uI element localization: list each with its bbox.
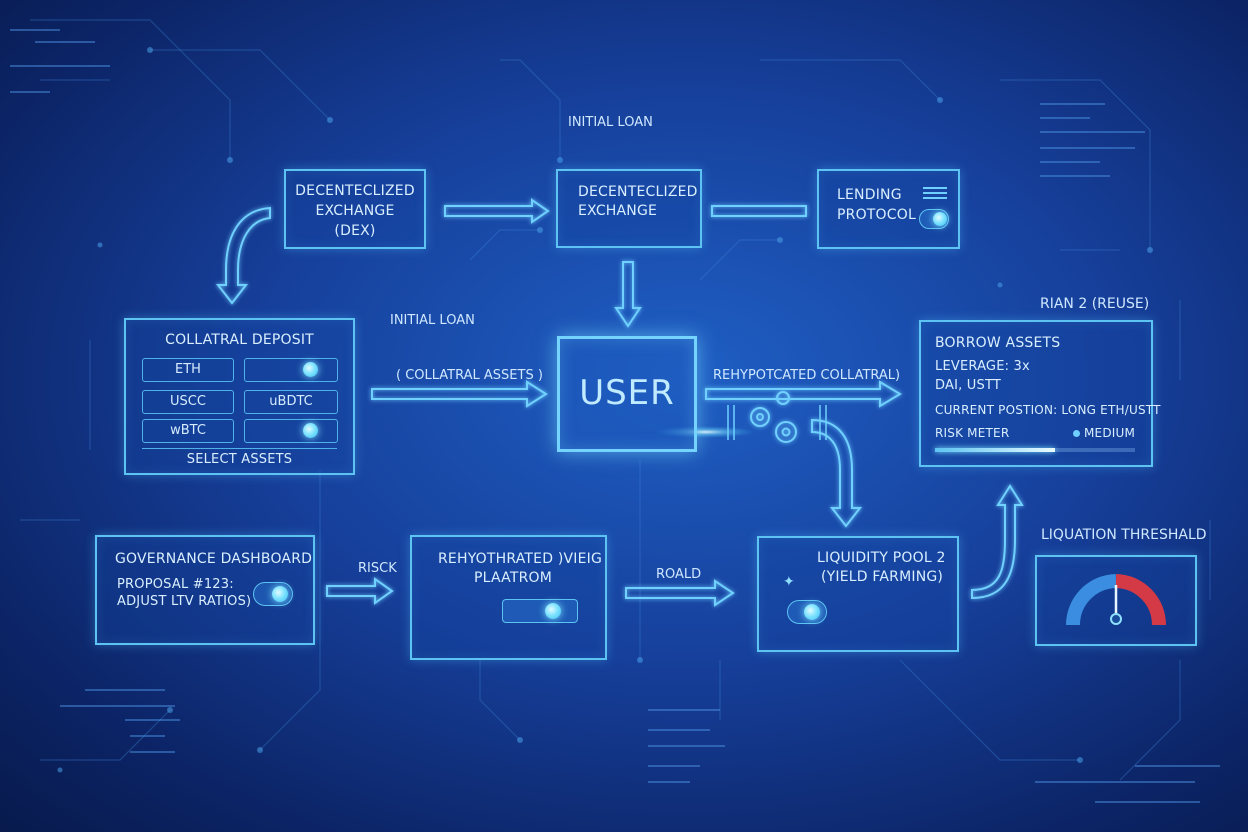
toggle-knob <box>933 212 947 226</box>
liquidation-title: LIQUATION THRESHALD <box>1041 527 1207 543</box>
toggle-knob <box>545 603 561 619</box>
lending-line1: LENDING <box>837 187 902 203</box>
dex2-line2: EXCHANGE <box>578 203 658 219</box>
proposal-toggle[interactable] <box>253 582 293 606</box>
dex2-line1: DECENTECLIZED <box>578 184 698 200</box>
rehyp-collateral-label: REHYPOTCATED COLLATRAL) <box>713 368 901 383</box>
lending-toggle[interactable] <box>919 209 949 229</box>
risk-level-text: MEDIUM <box>1084 426 1136 440</box>
risk-meter-label: RISK METER <box>935 426 1010 440</box>
divider <box>142 448 337 449</box>
side-bars <box>727 405 827 440</box>
rehyp-platform-panel: REHYOTHRATED )VIEIG PLAATROM <box>410 535 607 660</box>
platform-line2: PLAATROM <box>474 570 552 586</box>
liquidity-line2: (YIELD FARMING) <box>821 569 944 585</box>
risk-meter-fill <box>935 448 1055 452</box>
asset-eth[interactable]: ETH <box>142 358 234 382</box>
wbtc-toggle-track[interactable] <box>244 419 338 443</box>
user-node[interactable]: USER <box>557 336 697 452</box>
asset-wbtc[interactable]: wBTC <box>142 419 234 443</box>
gears-icon <box>750 391 797 443</box>
proposal-line1: PROPOSAL #123: <box>117 577 234 592</box>
liquidity-pool-panel: LIQUIDITY POOL 2 (YIELD FARMING) ✦ <box>757 536 959 652</box>
select-assets-label: SELECT ASSETS <box>186 452 293 467</box>
light-flare <box>655 426 755 438</box>
risck-label: RISCK <box>358 561 397 576</box>
initial-loan-label: INITIAL LOAN <box>390 313 475 328</box>
eth-toggle-track[interactable] <box>244 358 338 382</box>
status-dot-icon <box>1073 430 1080 437</box>
user-label: USER <box>579 373 675 413</box>
circuit-nodes <box>57 47 1153 773</box>
initial-loan-top-label: INITIAL LOAN <box>568 115 653 130</box>
asset-uscc[interactable]: USCC <box>142 390 234 414</box>
dex1-line2: EXCHANGE <box>315 203 395 219</box>
platform-toggle[interactable] <box>502 599 578 623</box>
collateral-title: COLLATRAL DEPOSIT <box>165 332 314 348</box>
toggle-knob <box>272 586 288 602</box>
borrow-title: BORROW ASSETS <box>935 335 1061 351</box>
liquidity-toggle[interactable] <box>787 600 827 624</box>
dex-node-2[interactable]: DECENTECLIZED EXCHANGE <box>556 169 702 248</box>
sparkle-icon: ✦ <box>783 574 795 590</box>
platform-line1: REHYOTHRATED )VIEIG <box>438 551 603 567</box>
collateral-assets-label: ( COLLATRAL ASSETS ) <box>396 368 543 383</box>
dex1-line3: (DEX) <box>334 223 376 239</box>
liquidation-threshold-panel <box>1035 555 1197 646</box>
borrow-assets-panel: BORROW ASSETS LEVERAGE: 3x DAI, USTT CUR… <box>919 320 1160 467</box>
flow-arrows <box>215 198 1024 607</box>
governance-title: GOVERNANCE DASHBOARD <box>115 551 313 567</box>
liquidity-line1: LIQUIDITY POOL 2 <box>817 550 946 566</box>
lending-line2: PROTOCOL <box>837 207 916 223</box>
lending-protocol-node[interactable]: LENDING PROTOCOL <box>817 169 960 249</box>
menu-icon <box>923 187 947 199</box>
leverage-text: LEVERAGE: 3x <box>935 359 1030 374</box>
governance-dashboard-panel: GOVERNANCE DASHBOARD PROPOSAL #123: ADJU… <box>95 535 315 645</box>
collateral-deposit-panel: COLLATRAL DEPOSIT ETH USCC wBTC uBDTC SE… <box>124 318 355 475</box>
roald-label: ROALD <box>656 567 702 582</box>
position-text: CURRENT POSTION: LONG ETH/USTT <box>935 403 1161 417</box>
pair-text: DAI, USTT <box>935 378 1001 393</box>
asset-ubdtc[interactable]: uBDTC <box>244 390 338 414</box>
dex1-line1: DECENTECLIZED <box>295 183 415 199</box>
risk-meter-track <box>935 448 1135 452</box>
toggle-knob <box>303 362 318 377</box>
gauge-icon <box>1066 574 1166 626</box>
toggle-knob <box>804 604 820 620</box>
rian-reuse-label: RIAN 2 (REUSE) <box>1040 296 1150 312</box>
proposal-line2: ADJUST LTV RATIOS) <box>117 594 252 609</box>
toggle-knob <box>303 423 318 438</box>
dex-node-1[interactable]: DECENTECLIZED EXCHANGE (DEX) <box>284 169 426 249</box>
data-streaks <box>10 29 1220 803</box>
